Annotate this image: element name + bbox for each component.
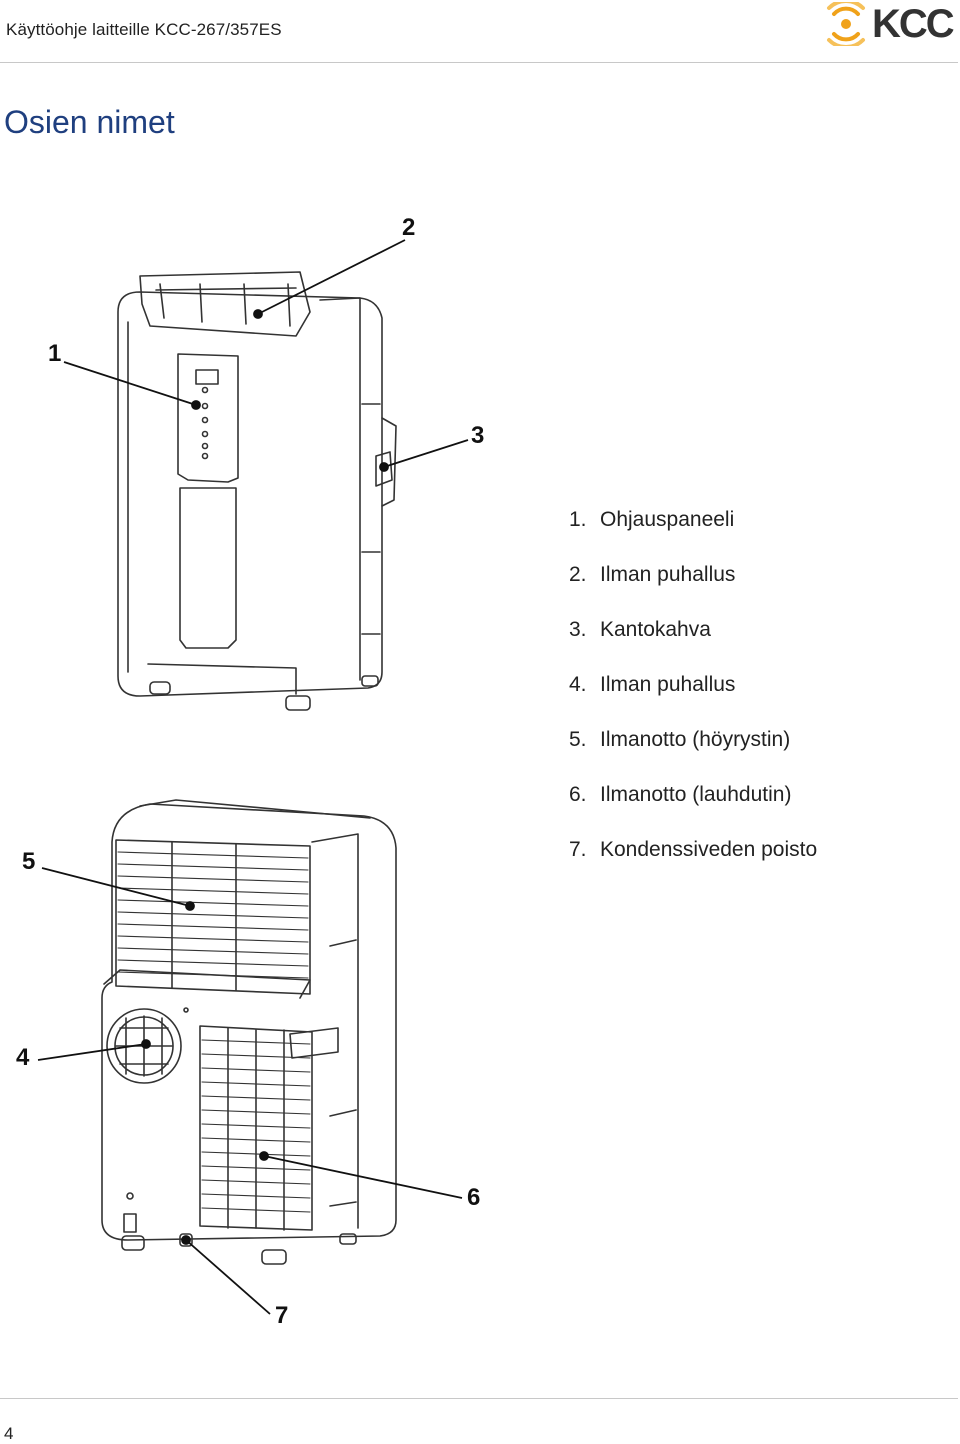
list-item: 2.Ilman puhallus (569, 563, 736, 586)
list-item-label: Ohjauspaneeli (600, 508, 735, 531)
list-item-label: Ilmanotto (höyrystin) (600, 728, 791, 751)
callout-7: 7 (275, 1302, 289, 1329)
list-item: 3.Kantokahva (569, 618, 711, 641)
list-item: 7.Kondenssiveden poisto (569, 838, 818, 861)
air-conditioner-diagram (37, 239, 469, 1315)
callout-6: 6 (467, 1184, 481, 1211)
callout-4: 4 (16, 1044, 30, 1071)
list-item-label: Ilmanotto (lauhdutin) (600, 783, 792, 806)
list-item-label: Kantokahva (600, 618, 711, 641)
document-header-title: Käyttöohje laitteille KCC-267/357ES (6, 20, 282, 39)
callout-3: 3 (471, 422, 485, 449)
list-item: 4.Ilman puhallus (569, 673, 736, 696)
section-title: Osien nimet (4, 104, 175, 140)
list-item-label: Ilman puhallus (600, 563, 736, 586)
logo-signal-icon (827, 0, 865, 50)
top-air-outlet (139, 271, 311, 337)
callout-1: 1 (48, 340, 62, 367)
list-item: 1.Ohjauspaneeli (569, 508, 735, 531)
list-item-label: Ilman puhallus (600, 673, 736, 696)
condensate-drain (179, 1233, 193, 1247)
list-item-label: Kondenssiveden poisto (600, 838, 818, 861)
callout-5: 5 (22, 848, 36, 875)
list-item: 5.Ilmanotto (höyrystin) (569, 728, 791, 751)
footer-divider (0, 1398, 958, 1399)
evaporator-intake-grille (115, 839, 311, 995)
callout-2: 2 (402, 214, 416, 241)
front-unit-body (117, 291, 383, 697)
carry-handle (375, 451, 393, 487)
front-unit-side (319, 297, 361, 681)
control-panel-strip (177, 353, 239, 483)
logo-text: KCC (872, 2, 955, 46)
header-divider (0, 62, 958, 63)
round-air-outlet (106, 1008, 182, 1084)
list-item: 6.Ilmanotto (lauhdutin) (569, 783, 792, 806)
parts-list: 1.Ohjauspaneeli 2.Ilman puhallus 3.Kanto… (569, 508, 817, 893)
condenser-intake-grille (199, 1025, 313, 1231)
page-number: 4 (4, 1424, 14, 1443)
kcc-logo: KCC (826, 0, 956, 50)
